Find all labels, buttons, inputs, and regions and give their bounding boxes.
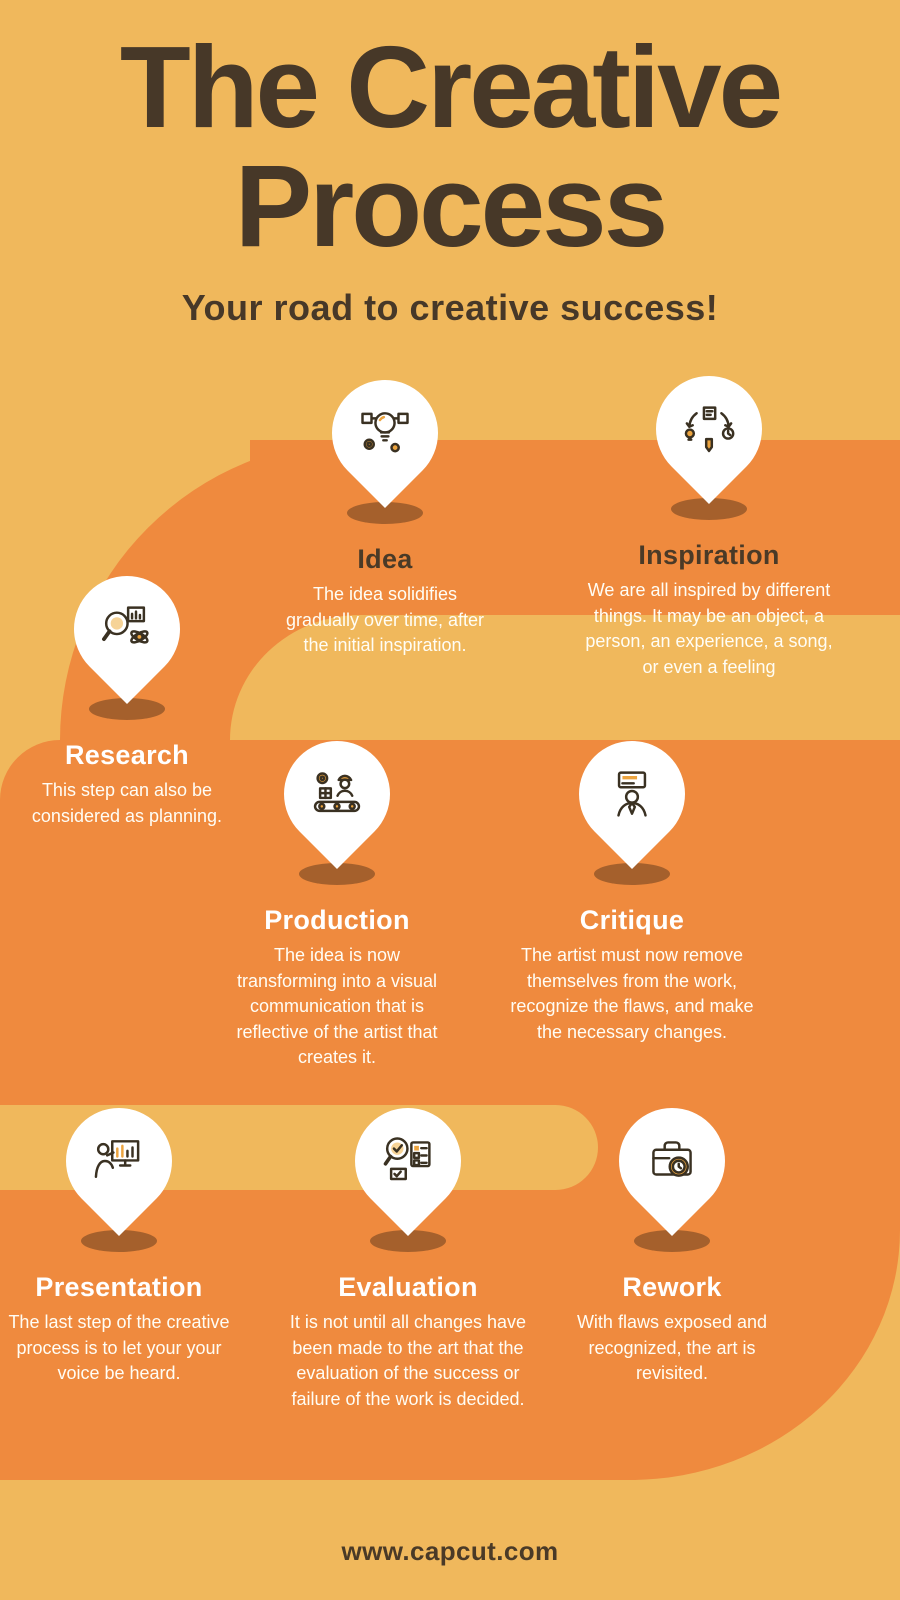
pin-marker: [597, 1086, 747, 1236]
step-production: Production The idea is now transforming …: [224, 719, 450, 1071]
step-inspiration: Inspiration We are all inspired by diffe…: [578, 354, 840, 680]
step-title: Evaluation: [338, 1272, 478, 1302]
step-evaluation: Evaluation It is not until all changes h…: [289, 1086, 527, 1412]
pin-shadow: [634, 1230, 710, 1252]
step-description: This step can also be considered as plan…: [31, 780, 223, 826]
critique-icon: [617, 771, 647, 817]
pin-marker: [333, 1086, 483, 1236]
evaluation-icon: [383, 1137, 431, 1181]
page-subtitle: Your road to creative success!: [181, 286, 719, 328]
step-description: The artist must now remove themselves fr…: [510, 945, 754, 1042]
production-icon: [313, 772, 361, 813]
pin-marker: [262, 719, 412, 869]
map-pin: [557, 719, 707, 893]
map-pin: [634, 354, 784, 528]
step-description: With flaws exposed and recognized, the a…: [576, 1312, 768, 1384]
map-pin: [52, 554, 202, 728]
step-rework: Rework With flaws exposed and recognized…: [558, 1086, 786, 1387]
pin-shadow: [594, 863, 670, 885]
step-description: We are all inspired by different things.…: [585, 580, 833, 677]
research-icon: [102, 606, 149, 644]
road-middle-band: [0, 740, 900, 1105]
pin-shadow: [299, 863, 375, 885]
step-description: The last step of the creative process is…: [8, 1312, 230, 1384]
step-title: Critique: [579, 905, 685, 935]
pin-shadow: [671, 498, 747, 520]
step-description: The idea solidifies gradually over time,…: [285, 584, 485, 656]
footer-url: www.capcut.com: [341, 1536, 559, 1566]
step-title: Idea: [357, 544, 413, 574]
pin-shadow: [347, 502, 423, 524]
pin-shadow: [81, 1230, 157, 1252]
map-pin: [333, 1086, 483, 1260]
presentation-icon: [94, 1140, 140, 1178]
pin-marker: [557, 719, 707, 869]
step-title: Presentation: [35, 1272, 203, 1302]
step-description: The idea is now transforming into a visu…: [236, 945, 438, 1068]
step-research: Research This step can also be considere…: [24, 554, 230, 829]
page-title-line1: The Creative: [119, 22, 783, 152]
step-presentation: Presentation The last step of the creati…: [5, 1086, 233, 1387]
step-description: It is not until all changes have been ma…: [289, 1312, 527, 1409]
map-pin: [597, 1086, 747, 1260]
rework-icon: [652, 1141, 692, 1177]
inspiration-icon: [684, 406, 735, 453]
map-pin: [44, 1086, 194, 1260]
step-title: Production: [264, 905, 410, 935]
pin-marker: [44, 1086, 194, 1236]
road-right-connector: [556, 1105, 900, 1190]
map-pin: [310, 358, 460, 532]
pin-shadow: [89, 698, 165, 720]
step-title: Inspiration: [638, 540, 780, 570]
map-pin: [262, 719, 412, 893]
pin-marker: [52, 554, 202, 704]
step-title: Research: [65, 740, 189, 770]
page-title-line2: Process: [234, 141, 668, 272]
idea-icon: [361, 412, 409, 453]
step-critique: Critique The artist must now remove them…: [506, 719, 758, 1045]
step-title: Rework: [622, 1272, 722, 1302]
pin-marker: [634, 354, 784, 504]
pin-marker: [310, 358, 460, 508]
pin-shadow: [370, 1230, 446, 1252]
step-idea: Idea The idea solidifies gradually over …: [275, 358, 495, 659]
header: The Creative Process Your road to creati…: [0, 22, 900, 329]
